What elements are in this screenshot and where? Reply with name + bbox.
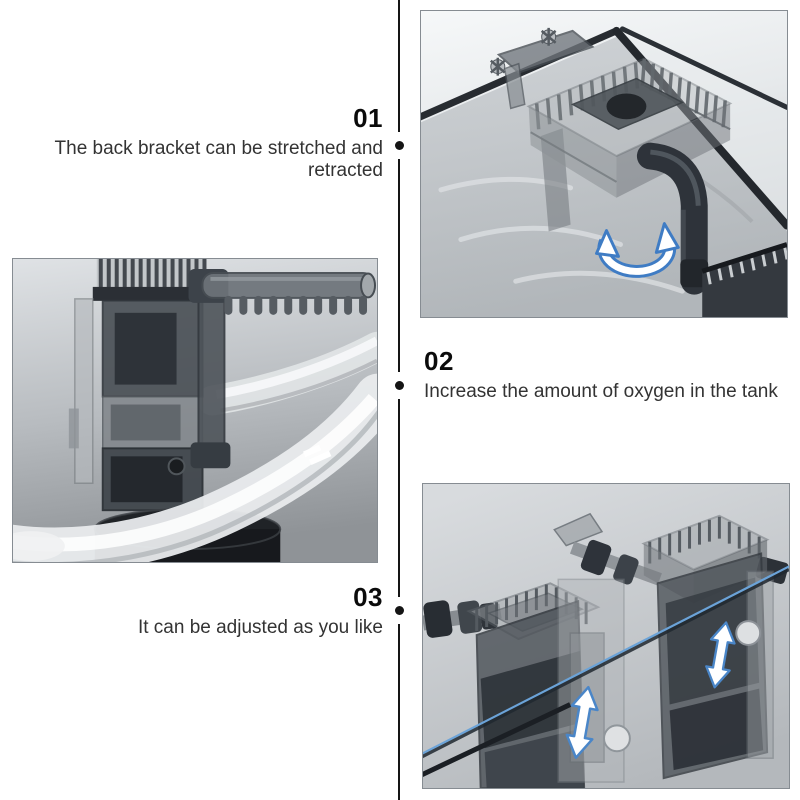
bracket-hook: [68, 408, 79, 449]
waterline: [423, 565, 789, 755]
section-02: 02 Increase the amount of oxygen in the …: [424, 347, 778, 403]
section-caption: Increase the amount of oxygen in the tan…: [424, 380, 778, 402]
up-down-arrow-icon: [565, 685, 599, 759]
basket-slats-right: [640, 58, 727, 128]
dot-icon: [395, 606, 404, 615]
pipe-opening: [606, 93, 647, 120]
spray-nozzles: [224, 295, 368, 315]
spray-bar: [188, 268, 377, 469]
tank-rim-back: [619, 26, 787, 110]
waterline-shadow: [423, 567, 789, 759]
divider-dot-2: [391, 372, 408, 399]
dot-icon: [395, 381, 404, 390]
corner-grate: [701, 242, 787, 317]
impeller-cap: [167, 457, 186, 476]
figure-height-adjust-art: [423, 484, 789, 788]
airline-tube: [423, 702, 572, 777]
float-knob: [735, 620, 762, 646]
section-caption: It can be adjusted as you like: [137, 616, 383, 638]
figure-rotating-outlet: [420, 10, 788, 318]
float-knob: [603, 724, 631, 753]
figure-water-spiral-art: [13, 259, 377, 562]
outlet-spout: [553, 512, 604, 547]
section-number: 01: [353, 103, 383, 133]
section-number: 02: [424, 346, 454, 376]
water-ribbon-back: [197, 331, 377, 416]
filter-unit-far: [553, 512, 789, 780]
section-caption: The back bracket can be stretched and re…: [54, 137, 383, 181]
figure-height-adjust: [422, 483, 790, 789]
section-number: 03: [353, 582, 383, 612]
section-01: 01 The back bracket can be stretched and…: [53, 104, 383, 182]
clamp-knobs: [489, 27, 557, 76]
figure-water-spiral: [12, 258, 378, 563]
basket-rim: [641, 514, 770, 571]
water-ribbon-front: [13, 373, 377, 562]
divider-dot-1: [391, 132, 408, 159]
water-glints: [303, 444, 332, 466]
dot-icon: [395, 141, 404, 150]
rotation-arrow-icon: [595, 222, 680, 278]
motor-fins: [92, 259, 211, 301]
divider-line: [398, 0, 400, 800]
up-down-arrow-icon: [705, 621, 736, 689]
divider-dot-3: [391, 597, 408, 624]
lift-channel: [746, 570, 774, 759]
figure-rotating-outlet-art: [421, 11, 787, 317]
section-03: 03 It can be adjusted as you like: [138, 583, 383, 639]
bracket-plate: [74, 298, 94, 485]
water-splash: [13, 531, 65, 561]
outlet-tube: [636, 142, 709, 295]
mount-bracket: [489, 27, 595, 110]
filter-column: [101, 299, 204, 512]
